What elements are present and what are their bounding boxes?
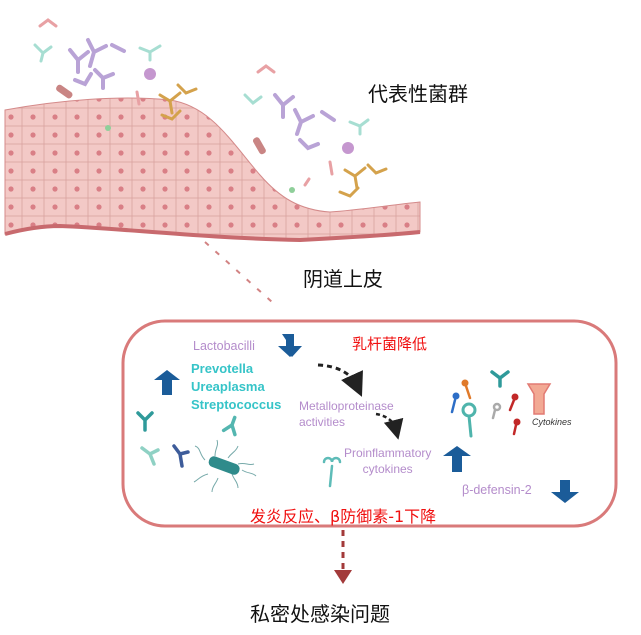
- lactobacilli-label: Lactobacilli: [193, 339, 255, 353]
- epithelium-label: 阴道上皮: [303, 267, 383, 291]
- summary-label: 发炎反应、β防御素-1下降: [250, 507, 437, 526]
- result-arrow-icon: [334, 570, 352, 584]
- microbiota-illustration: [33, 18, 388, 198]
- result-label: 私密处感染问题: [250, 602, 390, 626]
- defensin-down-arrow-icon: [551, 480, 579, 503]
- proinflammatory-dashed-arrow-icon: [375, 412, 404, 440]
- microbiota-label: 代表性菌群: [368, 82, 468, 106]
- bacteria-up-arrow-icon: [154, 370, 180, 395]
- cytokines-caption: Cytokines: [532, 417, 572, 427]
- antibody-illustrations: [136, 370, 510, 488]
- cytokines-up-arrow-icon: [443, 446, 471, 472]
- increased-bacteria-list: Prevotella Ureaplasma Streptococcus: [191, 360, 281, 414]
- proinflammatory-label: Proinflammatory cytokines: [344, 445, 431, 477]
- proinflammatory-line2: cytokines: [362, 462, 413, 476]
- vaginal-epithelium-illustration: [4, 97, 421, 243]
- proinflammatory-line1: Proinflammatory: [344, 446, 432, 460]
- defensin-label: β-defensin-2: [462, 483, 532, 497]
- lactobacilli-down-arrow-icon: [278, 334, 302, 357]
- connector-line: [204, 241, 273, 303]
- bacteria-ureaplasma: Ureaplasma: [191, 379, 265, 394]
- bacteria-prevotella: Prevotella: [191, 361, 254, 376]
- lactobacilli-decrease-label: 乳杆菌降低: [352, 335, 428, 353]
- mmp-label-line1: Metalloproteinase: [299, 399, 394, 413]
- bacterium-illustration: [193, 439, 257, 493]
- mmp-label-line2: activities: [299, 415, 346, 429]
- mmp-label: Metalloproteinase activities: [299, 398, 394, 430]
- bacteria-streptococcus: Streptococcus: [191, 397, 282, 412]
- cytokine-illustrations: [450, 379, 552, 438]
